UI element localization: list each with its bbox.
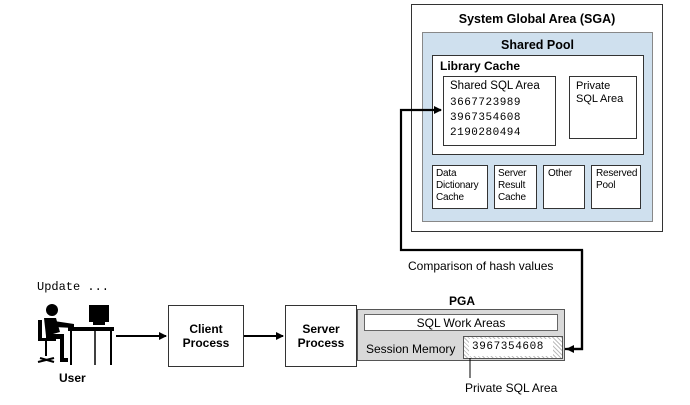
data-dictionary-cache-box [432, 165, 488, 209]
client-process-box [168, 305, 244, 367]
other-label: Other [548, 168, 584, 180]
client-process-label: Client Process [168, 322, 244, 350]
other-box [543, 165, 585, 209]
sql-work-areas-box [364, 314, 558, 331]
update-statement: Update ... [37, 280, 110, 294]
label-line: Result [498, 180, 526, 191]
person-at-computer-icon [37, 304, 114, 365]
label-line: Cache [436, 192, 464, 203]
label-line: Data [436, 168, 457, 179]
shared-sql-area-title: Shared SQL Area [450, 80, 540, 92]
hash-value: 3967354608 [450, 112, 522, 124]
shared-sql-area-box [443, 76, 556, 146]
reserved-pool-box [591, 165, 641, 209]
server-result-cache-box [494, 165, 537, 209]
label-line: Client [189, 322, 223, 336]
arrow-to-pga-private-area [566, 250, 584, 353]
arrow-to-shared-sql-area [399, 106, 584, 351]
pga-title: PGA [449, 294, 476, 308]
shared-pool-title: Shared Pool [501, 38, 574, 52]
label-line: Process [182, 336, 230, 350]
reserved-pool-label: Reserved Pool [596, 168, 640, 192]
lib-private-sql-area-title: Private SQL Area [576, 80, 632, 106]
private-sql-area-label: Private SQL Area [465, 381, 558, 395]
sga-title: System Global Area (SGA) [458, 12, 616, 26]
server-process-box [285, 305, 357, 367]
session-memory-label: Session Memory [366, 342, 456, 356]
label-line: Dictionary [436, 180, 479, 191]
label-line: Cache [498, 192, 526, 203]
pga-private-hash: 3967354608 [472, 341, 545, 353]
label-line: Server [302, 322, 340, 336]
lib-private-sql-line: SQL Area [576, 93, 624, 105]
data-dictionary-cache-label: Data Dictionary Cache [436, 168, 488, 204]
label-line: Pool [596, 180, 616, 191]
user-label: User [59, 371, 86, 385]
hash-value: 3667723989 [450, 97, 522, 109]
sql-work-areas-label: SQL Work Areas [416, 316, 506, 330]
label-line: Server [498, 168, 527, 179]
server-process-label: Server Process [285, 322, 357, 350]
comparison-label: Comparison of hash values [408, 259, 554, 273]
library-cache-title: Library Cache [440, 59, 521, 73]
hash-value: 2190280494 [450, 127, 522, 139]
lib-private-sql-area-box [569, 76, 637, 139]
server-result-cache-label: Server Result Cache [498, 168, 538, 204]
hash-value-list: 3667723989 3967354608 2190280494 [450, 96, 521, 141]
label-line: Reserved [596, 168, 638, 179]
label-line: Process [297, 336, 345, 350]
pga-private-hash-box [469, 339, 553, 356]
lib-private-sql-line: Private [576, 80, 611, 92]
label-line: Other [548, 168, 573, 179]
